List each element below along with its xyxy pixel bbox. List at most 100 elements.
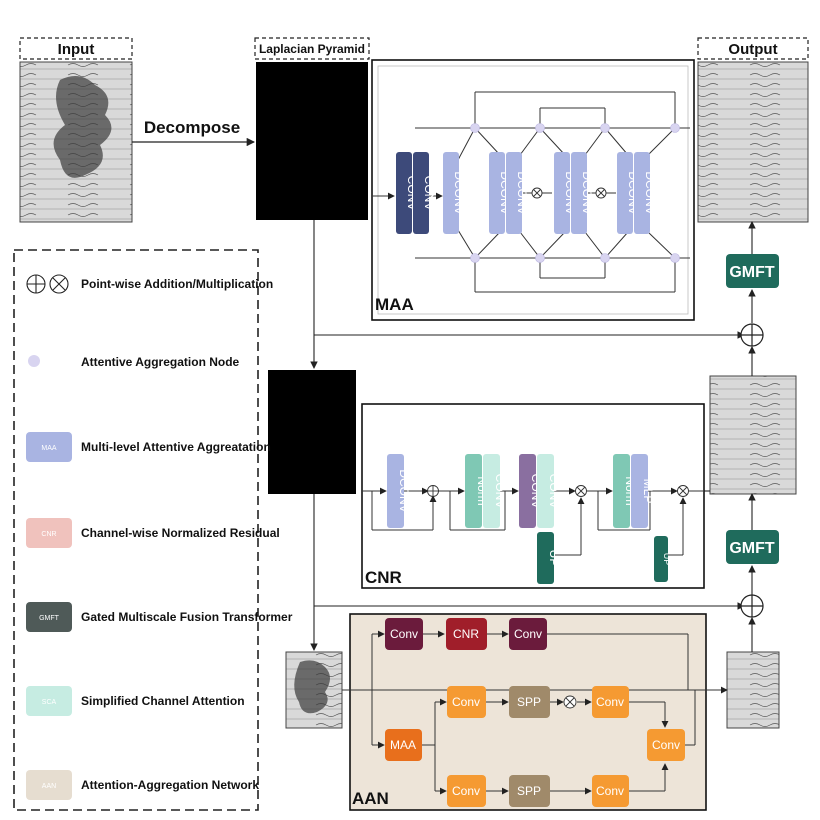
aggregation-node-icon	[28, 355, 40, 367]
output-image-2	[709, 375, 797, 495]
output-connectors	[704, 221, 756, 652]
cnr-add-icon	[427, 485, 439, 497]
legend-item-gmft: GMFT Gated Multiscale Fusion Transformer	[26, 602, 293, 632]
legend-label-cnr: Channel-wise Normalized Residual	[81, 526, 280, 540]
gmft-block-2: GMFT	[726, 530, 779, 564]
legend-swatch-gmft	[26, 602, 72, 632]
cnr-multiply-icon-2	[677, 485, 689, 497]
legend: Point-wise Addition/Multiplication Atten…	[13, 249, 293, 811]
svg-text:MAA: MAA	[41, 445, 57, 452]
legend-swatch-cnr	[26, 518, 72, 548]
pyramid-header-label: Laplacian Pyramid	[259, 42, 365, 56]
svg-text:SCA: SCA	[42, 699, 57, 706]
aan-conv-block-1: Conv	[385, 618, 423, 650]
svg-text:DCONV: DCONV	[397, 469, 411, 512]
svg-text:CNR: CNR	[41, 531, 56, 538]
legend-label-maa: Multi-level Attentive Aggreatation	[81, 440, 271, 454]
cnr-mlp-block: MLP	[631, 454, 655, 528]
svg-text:Conv: Conv	[452, 695, 480, 709]
svg-text:SPP: SPP	[517, 695, 541, 709]
legend-item-aan: AAN Attention-Aggregation Network	[26, 770, 259, 800]
legend-swatch-sca	[26, 686, 72, 716]
legend-label-aan: Attention-Aggregation Network	[81, 778, 259, 792]
cnr-up-block-2: UP	[654, 536, 672, 582]
aan-conv-block-3: Conv	[447, 686, 486, 718]
pyramid-header: Laplacian Pyramid	[254, 37, 370, 60]
svg-text:CONV: CONV	[493, 474, 507, 509]
svg-text:Conv: Conv	[390, 627, 418, 641]
svg-text:GMFT: GMFT	[729, 264, 775, 281]
aan-spp-block-1: SPP	[509, 686, 550, 718]
cnr-dconv-block: DCONV	[387, 454, 411, 528]
svg-text:GMFT: GMFT	[39, 615, 60, 622]
pyramid-level-1	[256, 62, 368, 220]
maa-aggregation-nodes	[470, 123, 680, 263]
legend-label-sca: Simplified Channel Attention	[81, 694, 245, 708]
aan-multiply-icon	[563, 695, 577, 709]
svg-text:AAN: AAN	[42, 783, 56, 790]
maa-dconv-block-7: DCONV	[634, 152, 657, 234]
svg-text:CONV: CONV	[547, 474, 561, 509]
cnr-up-block-1: UP	[537, 532, 561, 584]
pyramid-level-2	[268, 370, 356, 494]
output-header-label: Output	[728, 41, 777, 58]
aan-cnr-block: CNR	[446, 618, 487, 650]
aan-conv-block-5: Conv	[647, 729, 685, 761]
cnr-module: CNR DCONV	[361, 403, 705, 589]
cnr-conv-block-3: CONV	[537, 454, 561, 528]
cnr-multiply-icon-1	[575, 485, 587, 497]
svg-text:UP: UP	[662, 553, 672, 566]
svg-text:Conv: Conv	[452, 784, 480, 798]
svg-text:MLP: MLP	[641, 479, 655, 504]
svg-text:DCONV: DCONV	[643, 171, 657, 214]
svg-text:DCONV: DCONV	[515, 171, 529, 214]
legend-item-maa: MAA Multi-level Attentive Aggreatation	[26, 432, 271, 462]
aan-spp-block-2: SPP	[509, 775, 550, 807]
fusion-add-icon-2	[740, 594, 764, 618]
maa-module: MAA	[371, 59, 695, 321]
legend-swatch-maa	[26, 432, 72, 462]
aan-conv-block-4: Conv	[592, 686, 629, 718]
output-image-3	[726, 651, 780, 729]
svg-text:Conv: Conv	[596, 695, 624, 709]
maa-dconv-block-3: DCONV	[506, 152, 529, 234]
svg-text:MAA: MAA	[390, 738, 416, 752]
input-header: Input	[19, 37, 133, 60]
svg-text:UP: UP	[547, 550, 561, 567]
legend-item-node: Attentive Aggregation Node	[28, 355, 240, 369]
output-image-1	[697, 61, 809, 223]
legend-item-pointwise: Point-wise Addition/Multiplication	[26, 274, 273, 294]
svg-text:DCONV: DCONV	[452, 171, 466, 214]
input-image	[19, 61, 133, 223]
maa-multiply-icon-1	[531, 187, 543, 199]
multiply-icon	[49, 274, 69, 294]
legend-label-node: Attentive Aggregation Node	[81, 355, 240, 369]
legend-label-pointwise: Point-wise Addition/Multiplication	[81, 277, 273, 291]
add-icon	[26, 274, 46, 294]
svg-text:CONV: CONV	[422, 176, 436, 211]
pyramid-level-3	[285, 651, 343, 729]
svg-text:GMFT: GMFT	[729, 540, 775, 557]
svg-text:DCONV: DCONV	[580, 171, 594, 214]
svg-text:Conv: Conv	[596, 784, 624, 798]
cnr-module-label: CNR	[365, 568, 402, 587]
svg-text:CNR: CNR	[453, 627, 479, 641]
legend-item-cnr: CNR Channel-wise Normalized Residual	[26, 518, 280, 548]
pyramid-connectors	[310, 220, 745, 651]
aan-conv-block-6: Conv	[447, 775, 486, 807]
cnr-conv-block-1: CONV	[483, 454, 507, 528]
fusion-add-icon-1	[740, 323, 764, 347]
svg-text:Conv: Conv	[514, 627, 542, 641]
gmft-block-1: GMFT	[726, 254, 779, 288]
svg-text:SPP: SPP	[517, 784, 541, 798]
legend-item-sca: SCA Simplified Channel Attention	[26, 686, 245, 716]
maa-dconv-block-1: DCONV	[443, 152, 466, 234]
maa-conv-block-2: CONV	[413, 152, 436, 234]
maa-multiply-icon-2	[595, 187, 607, 199]
aan-conv-block-2: Conv	[509, 618, 547, 650]
maa-dconv-block-5: DCONV	[571, 152, 594, 234]
svg-text:Conv: Conv	[652, 738, 680, 752]
maa-module-label: MAA	[375, 295, 414, 314]
decompose-label: Decompose	[144, 118, 240, 137]
